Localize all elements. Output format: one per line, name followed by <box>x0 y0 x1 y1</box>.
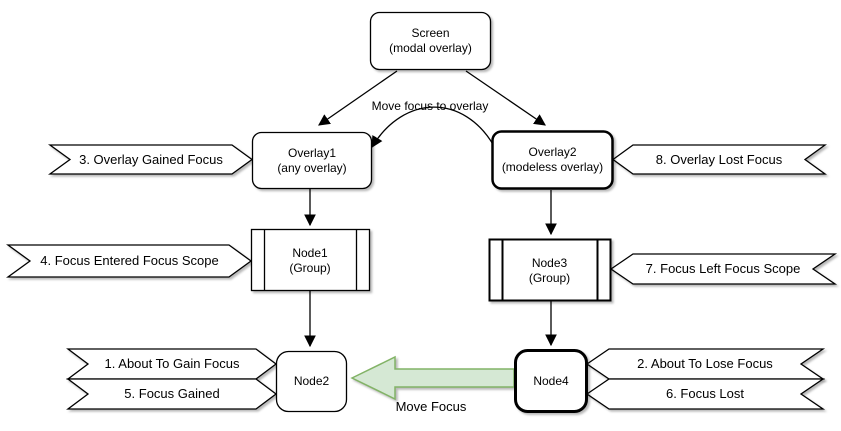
banner-focus-entered-scope-shape <box>6 244 253 278</box>
banner-about-to-gain-focus-shape <box>66 348 278 380</box>
overlay2-node-shape <box>491 130 614 190</box>
banner-about-to-lose-focus-shape <box>585 348 826 380</box>
move-focus-block-arrow <box>350 355 515 401</box>
banner-focus-gained-shape <box>66 378 278 410</box>
banner-overlay-gained-focus-shape <box>47 144 254 175</box>
node4-node-shape <box>514 349 588 413</box>
edge-overlay2-to-overlay1-move-focus <box>371 106 495 149</box>
overlay1-node-shape <box>251 131 373 190</box>
node1-group-shape <box>250 228 371 292</box>
banner-overlay-lost-focus-shape <box>611 144 828 175</box>
banner-focus-lost-shape <box>585 378 826 410</box>
node3-group-shape <box>488 238 612 302</box>
banner-focus-left-scope-shape <box>609 253 838 285</box>
edge-screen-to-overlay2 <box>465 70 546 126</box>
edge-screen-to-overlay1 <box>318 70 398 126</box>
node2-node-shape <box>275 350 348 413</box>
screen-node-shape <box>369 11 492 71</box>
